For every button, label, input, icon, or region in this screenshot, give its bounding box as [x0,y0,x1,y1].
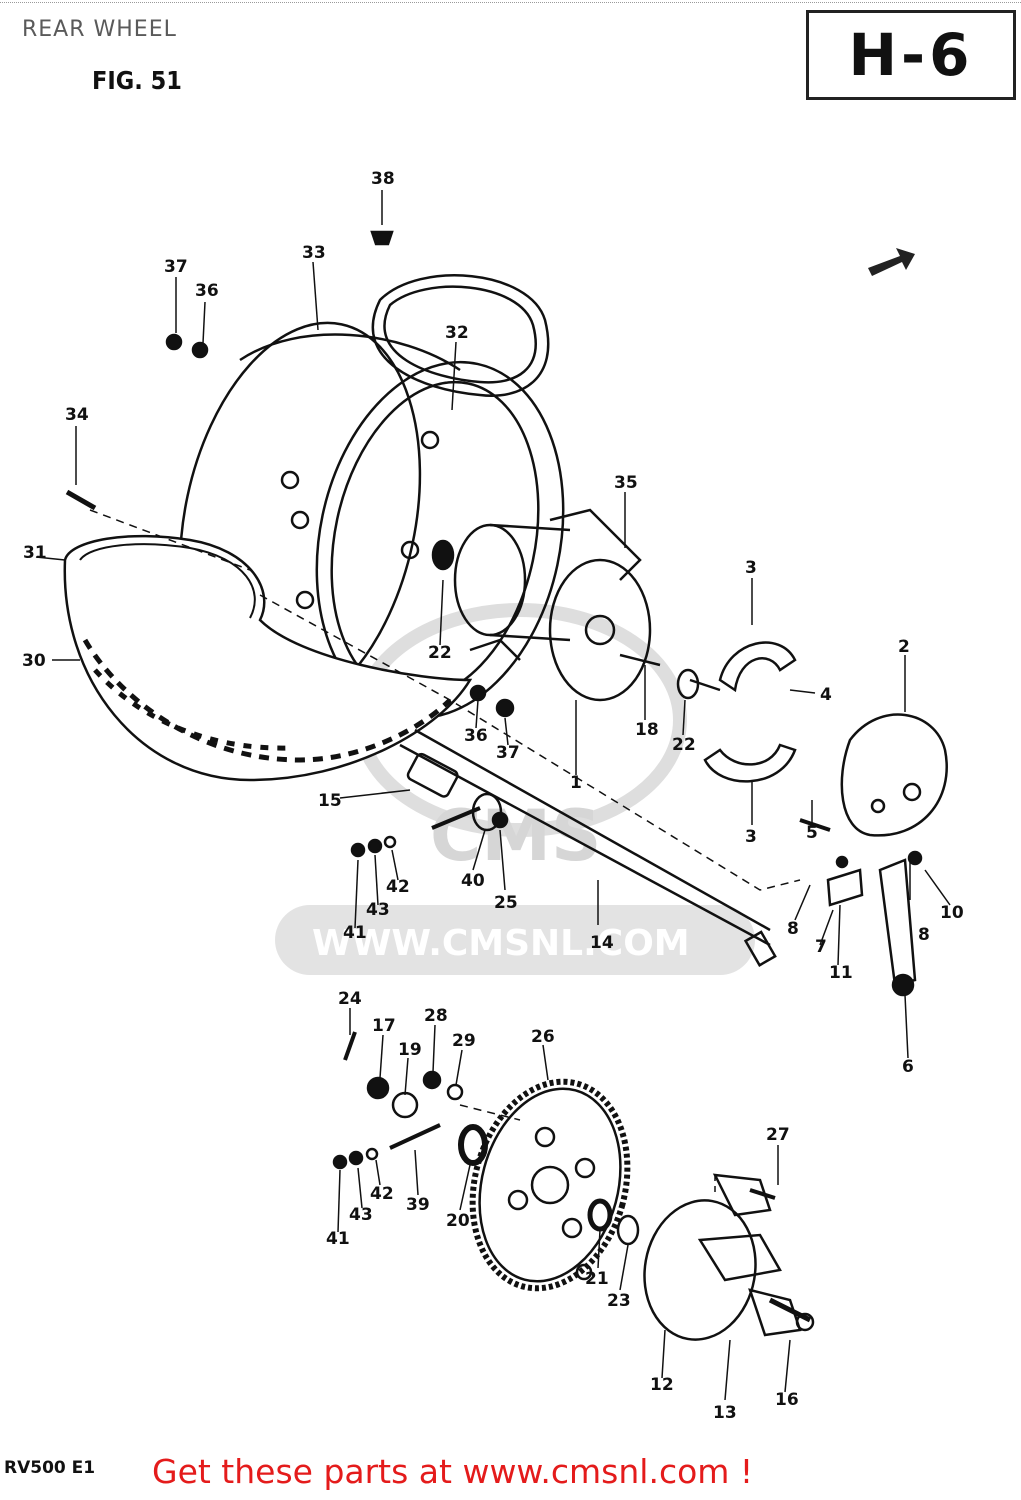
label-8-left: 8 [787,919,799,939]
label-30: 30 [22,651,46,671]
page-title: REAR WHEEL [22,17,177,42]
label-5: 5 [806,823,818,843]
promo-link[interactable]: Get these parts at www.cmsnl.com ! [152,1452,754,1491]
rear-hub [431,508,652,702]
label-39: 39 [406,1195,430,1215]
figure-number: FIG. 51 [92,66,182,95]
label-22-right: 22 [672,735,696,755]
label-25: 25 [494,893,518,913]
label-6: 6 [902,1057,914,1077]
brake-shoes [619,641,831,832]
watermark: CMS WWW.CMSNL.COM [275,603,755,975]
label-1: 1 [570,773,582,793]
label-3-top: 3 [745,558,757,578]
label-41-lower: 41 [326,1229,350,1249]
label-8-right: 8 [918,925,930,945]
label-33: 33 [302,243,326,263]
label-43-lower: 43 [349,1205,373,1225]
brake-arm [826,850,923,997]
leader-lines [35,190,951,1401]
label-18: 18 [635,720,659,740]
label-4: 4 [820,685,832,705]
label-22-left: 22 [428,643,452,663]
label-43: 43 [366,900,390,920]
front-direction-arrow-icon [868,248,915,276]
part-labels: 38 37 36 33 32 34 31 30 35 3 2 4 22 36 3… [22,169,964,1423]
label-37: 37 [164,257,188,277]
label-34: 34 [65,405,89,425]
label-3-bottom: 3 [745,827,757,847]
model-code: RV500 E1 [4,1458,96,1478]
label-10: 10 [940,903,964,923]
label-41: 41 [343,923,367,943]
label-42-lower: 42 [370,1184,394,1204]
label-16: 16 [775,1390,799,1410]
watermark-url: WWW.CMSNL.COM [312,923,690,964]
label-7: 7 [815,937,827,957]
label-32: 32 [445,323,469,343]
label-21: 21 [585,1269,609,1289]
label-24: 24 [338,989,362,1009]
label-38: 38 [371,169,395,189]
top-dotted-rule [0,2,1021,3]
label-35: 35 [614,473,638,493]
label-40: 40 [461,871,485,891]
label-37-lower: 37 [496,743,520,763]
label-13: 13 [713,1403,737,1423]
label-26: 26 [531,1027,555,1047]
tyre [63,534,473,782]
label-12: 12 [650,1375,674,1395]
label-15: 15 [318,791,342,811]
label-31: 31 [23,543,47,563]
label-42: 42 [386,877,410,897]
label-29: 29 [452,1031,476,1051]
label-36: 36 [195,281,219,301]
brake-panel [840,713,948,837]
label-36-lower: 36 [464,726,488,746]
label-14: 14 [590,933,614,953]
label-27: 27 [766,1125,790,1145]
label-2: 2 [898,637,910,657]
rear-sprocket [469,1078,631,1292]
label-11: 11 [829,963,853,983]
section-badge: H-6 [806,10,1016,100]
sprocket-drum [643,1173,815,1341]
label-19: 19 [398,1040,422,1060]
label-20: 20 [446,1211,470,1231]
label-17: 17 [372,1016,396,1036]
sprocket-fixings [332,1031,776,1246]
axle-assembly [65,230,777,967]
label-28: 28 [424,1006,448,1026]
label-23: 23 [607,1291,631,1311]
